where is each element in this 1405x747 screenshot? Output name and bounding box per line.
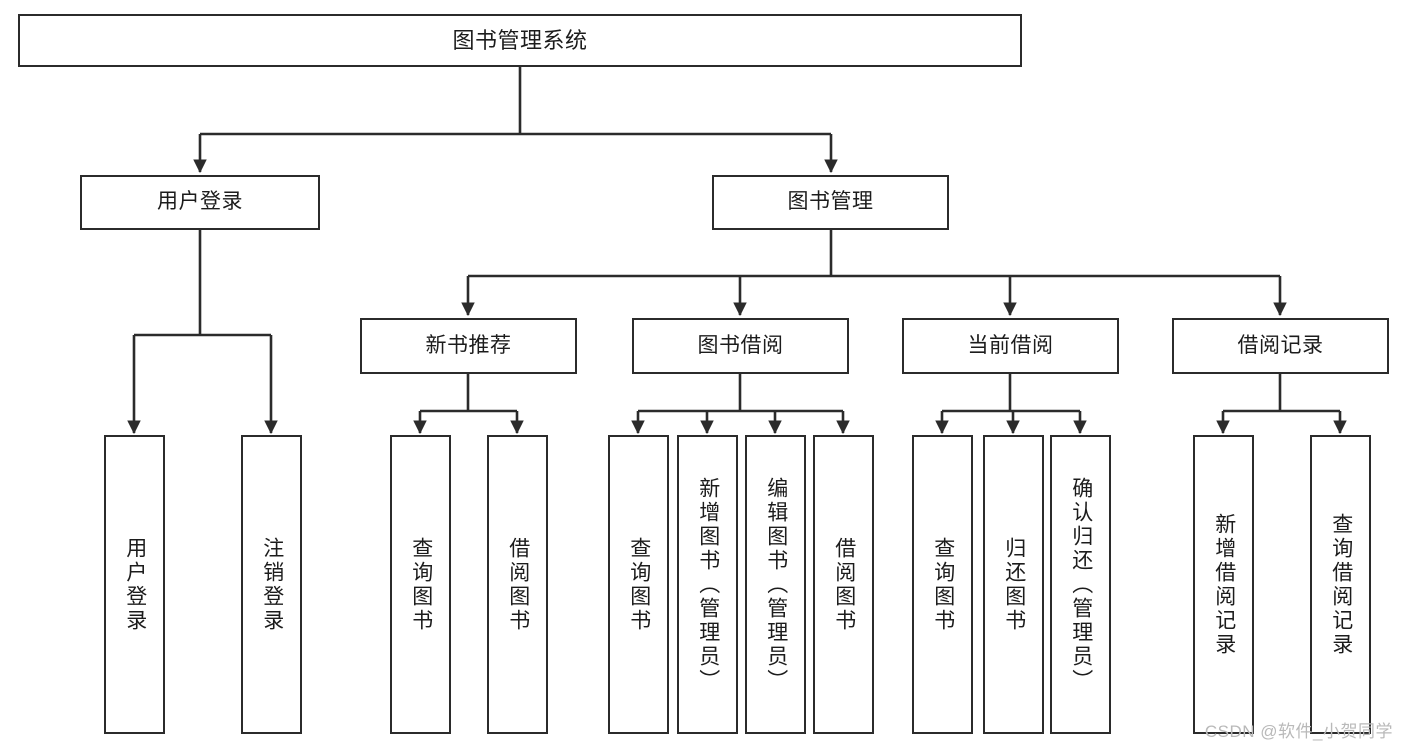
node-leaf-query-book-1[interactable]: 查询图书 [390,435,451,734]
node-root-label: 图书管理系统 [452,27,588,53]
node-borrow-record-label: 借阅记录 [1237,333,1324,357]
node-leaf-edit-book-label: 编辑图书（管理员） [764,476,788,693]
node-user-login[interactable]: 用户登录 [80,175,320,230]
node-leaf-logout[interactable]: 注销登录 [241,435,302,734]
watermark-text: CSDN @软件_小贺同学 [1204,722,1393,741]
node-leaf-query-book-2[interactable]: 查询图书 [608,435,669,734]
node-leaf-confirm-return[interactable]: 确认归还（管理员） [1050,435,1111,734]
node-leaf-query-book-3[interactable]: 查询图书 [912,435,973,734]
node-leaf-add-book[interactable]: 新增图书（管理员） [677,435,738,734]
node-leaf-borrow-book-1[interactable]: 借阅图书 [487,435,548,734]
node-leaf-confirm-return-label: 确认归还（管理员） [1069,476,1093,693]
node-leaf-user-login-label: 用户登录 [123,536,147,633]
node-root[interactable]: 图书管理系统 [18,14,1022,67]
node-leaf-borrow-book-2-label: 借阅图书 [832,536,856,633]
node-new-book-recommend-label: 新书推荐 [425,333,512,357]
node-book-manage-label: 图书管理 [787,190,874,214]
node-book-borrow[interactable]: 图书借阅 [632,318,849,374]
node-book-borrow-label: 图书借阅 [697,333,784,357]
node-leaf-add-book-label: 新增图书（管理员） [696,476,720,693]
node-leaf-logout-label: 注销登录 [260,536,284,633]
node-user-login-label: 用户登录 [157,190,243,214]
node-leaf-borrow-book-2[interactable]: 借阅图书 [813,435,874,734]
node-leaf-add-record-label: 新增借阅记录 [1212,512,1236,657]
node-leaf-edit-book[interactable]: 编辑图书（管理员） [745,435,806,734]
node-leaf-add-record[interactable]: 新增借阅记录 [1193,435,1254,734]
node-leaf-query-record-label: 查询借阅记录 [1329,512,1353,657]
node-leaf-user-login[interactable]: 用户登录 [104,435,165,734]
node-leaf-query-book-1-label: 查询图书 [409,536,433,633]
node-leaf-query-record[interactable]: 查询借阅记录 [1310,435,1371,734]
node-leaf-query-book-2-label: 查询图书 [627,536,651,633]
node-leaf-return-book-label: 归还图书 [1002,536,1026,633]
node-borrow-record[interactable]: 借阅记录 [1172,318,1389,374]
node-book-manage[interactable]: 图书管理 [712,175,949,230]
node-leaf-query-book-3-label: 查询图书 [931,536,955,633]
node-leaf-return-book[interactable]: 归还图书 [983,435,1044,734]
node-current-borrow[interactable]: 当前借阅 [902,318,1119,374]
node-leaf-borrow-book-1-label: 借阅图书 [506,536,530,633]
node-current-borrow-label: 当前借阅 [967,333,1054,357]
node-new-book-recommend[interactable]: 新书推荐 [360,318,577,374]
